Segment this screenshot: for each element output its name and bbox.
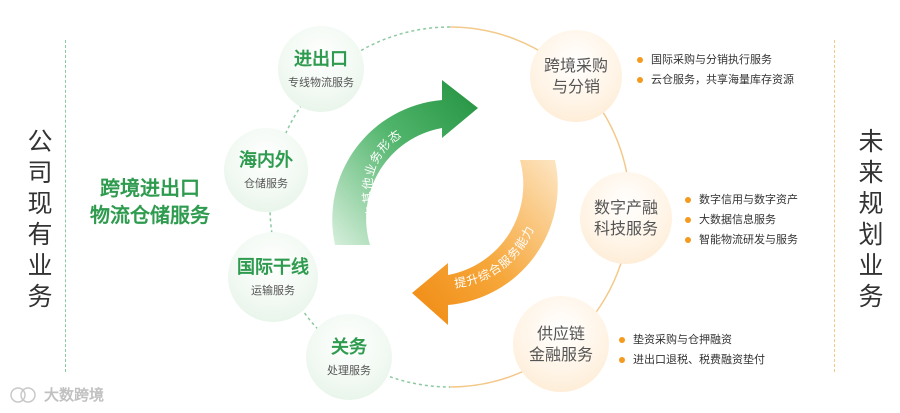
bullet-item: 智能物流研发与服务 — [685, 230, 798, 250]
service-bubble-warehousing: 海内外 仓储服务 — [224, 128, 308, 212]
left-divider — [65, 40, 66, 372]
bullet-item: 大数据信息服务 — [685, 210, 798, 230]
supply-finance-bullets: 垫资采购与仓押融资 进出口退税、税费融资垫付 — [619, 330, 765, 370]
watermark-text: 大数跨境 — [44, 386, 105, 404]
watermark: 大数跨境 — [8, 384, 104, 405]
bubble-title: 国际干线 — [237, 256, 309, 278]
bubble-title-line-1: 跨境采购 — [543, 56, 608, 75]
right-divider — [834, 40, 835, 372]
bullet-item: 进出口退税、税费融资垫付 — [619, 350, 765, 370]
watermark-logo-icon — [10, 386, 36, 403]
bubble-title: 海内外 — [239, 149, 293, 171]
bullet-item: 云仓服务，共享海量库存资源 — [637, 70, 794, 90]
bubble-title-line-2: 与分销 — [551, 77, 600, 96]
bubble-subtitle: 专线物流服务 — [288, 75, 354, 89]
service-bubble-customs: 关务 处理服务 — [306, 314, 392, 400]
future-bubble-procurement: 跨境采购 与分销 — [530, 30, 622, 122]
left-section-title: 公司现有业务 — [24, 128, 53, 314]
core-service-line-1: 跨境进出口 — [100, 176, 200, 200]
future-bubble-supply-finance: 供应链 金融服务 — [513, 296, 609, 392]
procurement-bullets: 国际采购与分销执行服务 云仓服务，共享海量库存资源 — [637, 50, 794, 90]
bubble-title: 关务 — [331, 336, 367, 358]
orange-cycle-arrow — [412, 160, 558, 325]
service-bubble-import-export: 进出口 专线物流服务 — [278, 26, 364, 112]
bullet-item: 垫资采购与仓押融资 — [619, 330, 765, 350]
bubble-title-line-1: 供应链 — [536, 324, 585, 343]
core-service-line-2: 物流仓储服务 — [90, 203, 210, 227]
future-bubble-digital-tech: 数字产融 科技服务 — [580, 172, 672, 264]
bubble-title: 进出口 — [294, 48, 348, 70]
core-service-label: 跨境进出口 物流仓储服务 — [85, 175, 215, 229]
bubble-subtitle: 仓储服务 — [244, 176, 288, 190]
bullet-item: 国际采购与分销执行服务 — [637, 50, 794, 70]
bubble-title-line-2: 科技服务 — [593, 219, 658, 238]
bubble-title-line-2: 金融服务 — [528, 345, 593, 364]
right-section-title: 未来规划业务 — [855, 128, 884, 314]
bullet-item: 数字信用与数字资产 — [685, 190, 798, 210]
bubble-subtitle: 处理服务 — [327, 363, 371, 377]
digital-tech-bullets: 数字信用与数字资产 大数据信息服务 智能物流研发与服务 — [685, 190, 798, 250]
green-cycle-arrow — [332, 80, 478, 245]
bubble-subtitle: 运输服务 — [251, 283, 295, 297]
bubble-title-line-1: 数字产融 — [593, 198, 658, 217]
service-bubble-trunk-transport: 国际干线 运输服务 — [228, 232, 318, 322]
